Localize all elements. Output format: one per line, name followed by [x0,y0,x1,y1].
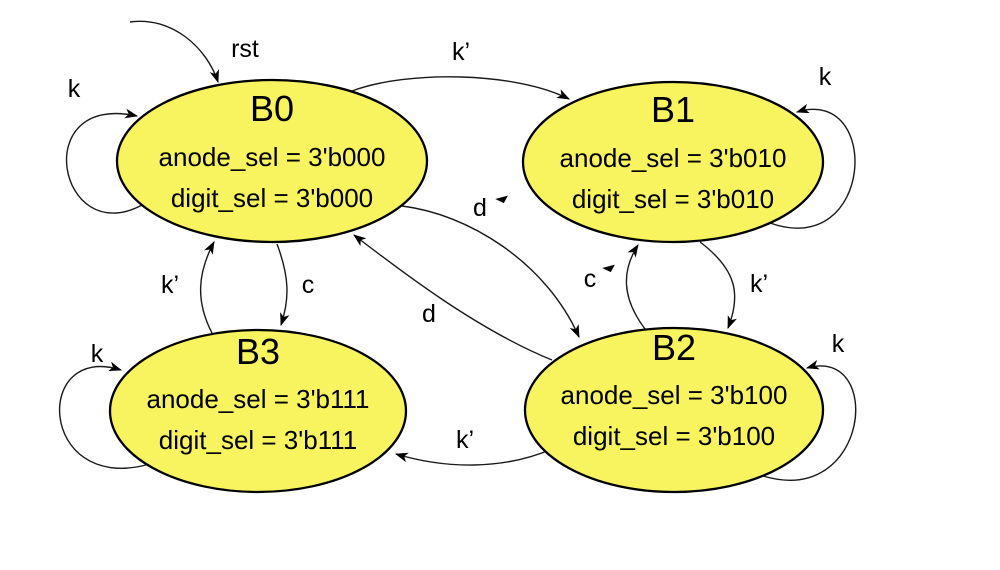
state-b3-title: B3 [236,331,280,372]
label-b0-self: k [68,75,81,103]
transition-arrows [58,20,857,481]
label-b0-b1: k’ [452,38,470,66]
label-b2-b0: d [422,300,436,328]
transition-b0-self-arrow [65,108,143,214]
label-b1-b2: k’ [750,270,768,298]
state-b2-output-1: anode_sel = 3'b100 [561,380,788,410]
state-b1-output-1: anode_sel = 3'b010 [560,143,787,173]
label-b0-b2: d [473,194,487,222]
state-b1-title: B1 [651,89,695,130]
transition-b1-self-arrow [769,103,856,229]
states: B0 anode_sel = 3'b000 digit_sel = 3'b000… [108,78,825,494]
state-b1-shape [521,80,825,244]
state-b0-output-1: anode_sel = 3'b000 [159,142,386,172]
transition-b3-b0-arrow [199,241,215,334]
state-b2-title: B2 [652,327,696,368]
state-b2-shape [523,326,825,494]
state-b0-output-2: digit_sel = 3'b000 [171,183,373,213]
transition-b0-b1-arrow [351,76,570,100]
state-b3: B3 anode_sel = 3'b111 digit_sel = 3'b111 [108,328,408,494]
state-b1-output-2: digit_sel = 3'b010 [572,184,774,214]
state-b1: B1 anode_sel = 3'b010 digit_sel = 3'b010 [521,80,825,244]
label-b0-b3: c [302,271,315,299]
state-b3-output-1: anode_sel = 3'b111 [146,384,369,414]
label-b3-b0: k’ [161,271,179,299]
state-b2-output-2: digit_sel = 3'b100 [573,421,775,451]
transition-b1-b2-arrow [699,241,737,330]
transition-b2-b3-arrow [394,448,553,466]
direction-marker-icon [602,264,615,273]
transition-labels: rst k k’ k k’ c c k’ d d k’ k k [68,35,845,454]
state-b3-shape [108,328,408,494]
label-b2-b3: k’ [456,426,474,454]
transition-b3-self-arrow [58,361,147,469]
state-b2: B2 anode_sel = 3'b100 digit_sel = 3'b100 [523,326,825,494]
state-b0: B0 anode_sel = 3'b000 digit_sel = 3'b000 [115,78,429,244]
state-b0-shape [115,78,429,244]
transition-b2-b0-arrow [353,234,553,361]
transition-b2-b1-arrow [625,244,646,330]
transition-b2-self-arrow [762,360,857,481]
transition-b0-b3-arrow [276,243,290,327]
direction-marker-icon [495,195,508,204]
label-b2-self: k [832,330,845,358]
transition-b0-b2-arrow [401,205,580,338]
label-rst: rst [231,35,259,63]
transition-rst-arrow [129,20,219,84]
label-b1-self: k [819,63,832,91]
state-b3-output-2: digit_sel = 3'b111 [159,425,357,455]
state-b0-title: B0 [250,88,294,129]
label-b2-b1: c [584,265,597,293]
label-b3-self: k [91,340,104,368]
